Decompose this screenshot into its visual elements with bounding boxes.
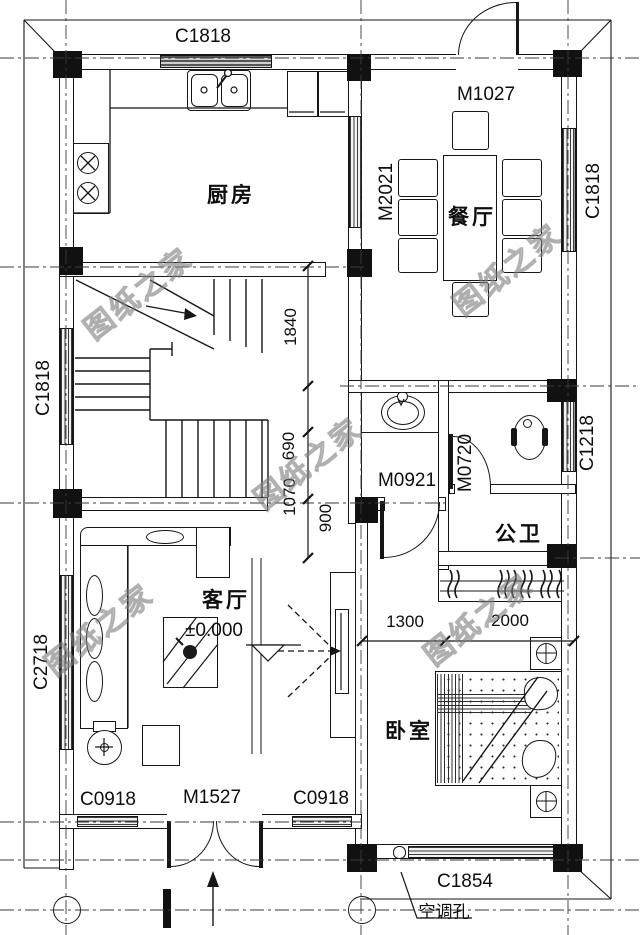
dining-chair: [452, 282, 489, 317]
dining-table: [443, 155, 497, 281]
sofa-cushion: [86, 575, 103, 616]
door-label: M1027: [456, 84, 516, 105]
eaves-outline: [23, 19, 612, 900]
room-label-dining: 餐厅: [448, 206, 496, 229]
window-c0918-right: [292, 816, 352, 827]
dimension-text: 1300: [386, 612, 424, 631]
fan-icon: [87, 730, 122, 765]
window-c2718: [60, 575, 73, 750]
tv-direction-arrow: [330, 646, 341, 656]
column: [347, 844, 377, 872]
dimension-text: 2000: [491, 611, 529, 630]
dining-chair: [452, 111, 489, 150]
fridge-icon: [287, 71, 318, 117]
dining-chair: [398, 238, 438, 273]
door-label: M1527: [182, 787, 242, 808]
window-label: C1854: [437, 871, 493, 892]
sofa-pillow: [146, 530, 184, 544]
column: [547, 544, 576, 568]
window-c1818-right: [562, 128, 576, 252]
dimension-text: 1840: [281, 308, 300, 346]
column: [347, 54, 371, 81]
door-label: M0921: [377, 470, 437, 491]
door-leaf-m0720: [449, 434, 453, 489]
column: [553, 50, 582, 77]
window-label: C0918: [293, 788, 349, 809]
room-label-kitchen: 厨房: [207, 184, 255, 207]
dining-chair: [398, 159, 438, 197]
wall: [438, 380, 449, 570]
wall: [490, 484, 576, 494]
kitchen-counter-lines: [74, 70, 345, 214]
column: [347, 249, 372, 277]
column: [553, 844, 582, 872]
window-label: C1818: [583, 163, 604, 219]
door-m2021-slider: [349, 116, 362, 228]
ac-hole-label: 空调孔: [418, 902, 470, 922]
toilet-side: [511, 428, 517, 446]
bed-fold-lines: [462, 676, 548, 784]
ac-hole-leader: [400, 871, 472, 919]
dining-chair: [502, 159, 542, 197]
sofa-cushion: [86, 661, 103, 702]
faucet-head: [223, 68, 233, 78]
door-opening: [456, 52, 518, 72]
column: [53, 489, 82, 518]
dining-chair: [398, 199, 438, 236]
wardrobe-hangers: [447, 569, 562, 599]
toilet-side: [542, 428, 548, 446]
level-text: ±0.000: [185, 620, 243, 641]
window-label: C1218: [577, 415, 598, 471]
cabinet-icon: [318, 71, 349, 117]
section-tick: [163, 889, 171, 928]
window-c1818-left: [60, 328, 73, 445]
door-leaf-m1527: [167, 821, 171, 868]
bed-blanket-band: [437, 694, 531, 715]
ac-hole-icon: [393, 846, 406, 859]
window-c0918-left: [77, 816, 138, 827]
window-label: C1818: [175, 26, 231, 47]
room-label-bathroom: 公卫: [495, 523, 543, 546]
basin-tap-marks: [397, 398, 405, 407]
lamp-crosses: [536, 643, 556, 811]
bed-blanket-band: [437, 674, 463, 783]
sink-drain: [230, 86, 238, 94]
sofa-corner-seat: [196, 527, 230, 578]
door-label: M0720: [455, 433, 476, 493]
entry-arrow-head: [207, 871, 219, 887]
wall: [59, 262, 326, 277]
door-leaf-m1027: [516, 2, 519, 55]
dining-chair: [502, 238, 542, 273]
dimension-text: 900: [316, 503, 335, 533]
toilet-flush: [523, 419, 532, 428]
teapot-icon: [183, 645, 197, 659]
column: [53, 51, 82, 78]
sofa-cushion: [86, 618, 103, 659]
dining-chair: [502, 199, 542, 236]
window-label: C0918: [80, 789, 136, 810]
wall: [438, 551, 577, 566]
level-mark: [246, 644, 301, 662]
side-table: [142, 725, 180, 766]
sink-drain: [200, 86, 208, 94]
living-lines: [95, 546, 342, 756]
stair-arrow-head: [184, 308, 197, 320]
door-leaf-m0921: [380, 501, 384, 559]
stairs: [75, 279, 269, 497]
room-label-bedroom: 卧室: [385, 720, 433, 743]
door-leaf-m1527: [259, 821, 263, 868]
room-label-living: 客厅: [202, 589, 250, 612]
column: [547, 379, 576, 402]
window-label: C1818: [33, 360, 54, 416]
door-label: M2021: [376, 162, 397, 222]
dimension-lines: [302, 260, 580, 647]
